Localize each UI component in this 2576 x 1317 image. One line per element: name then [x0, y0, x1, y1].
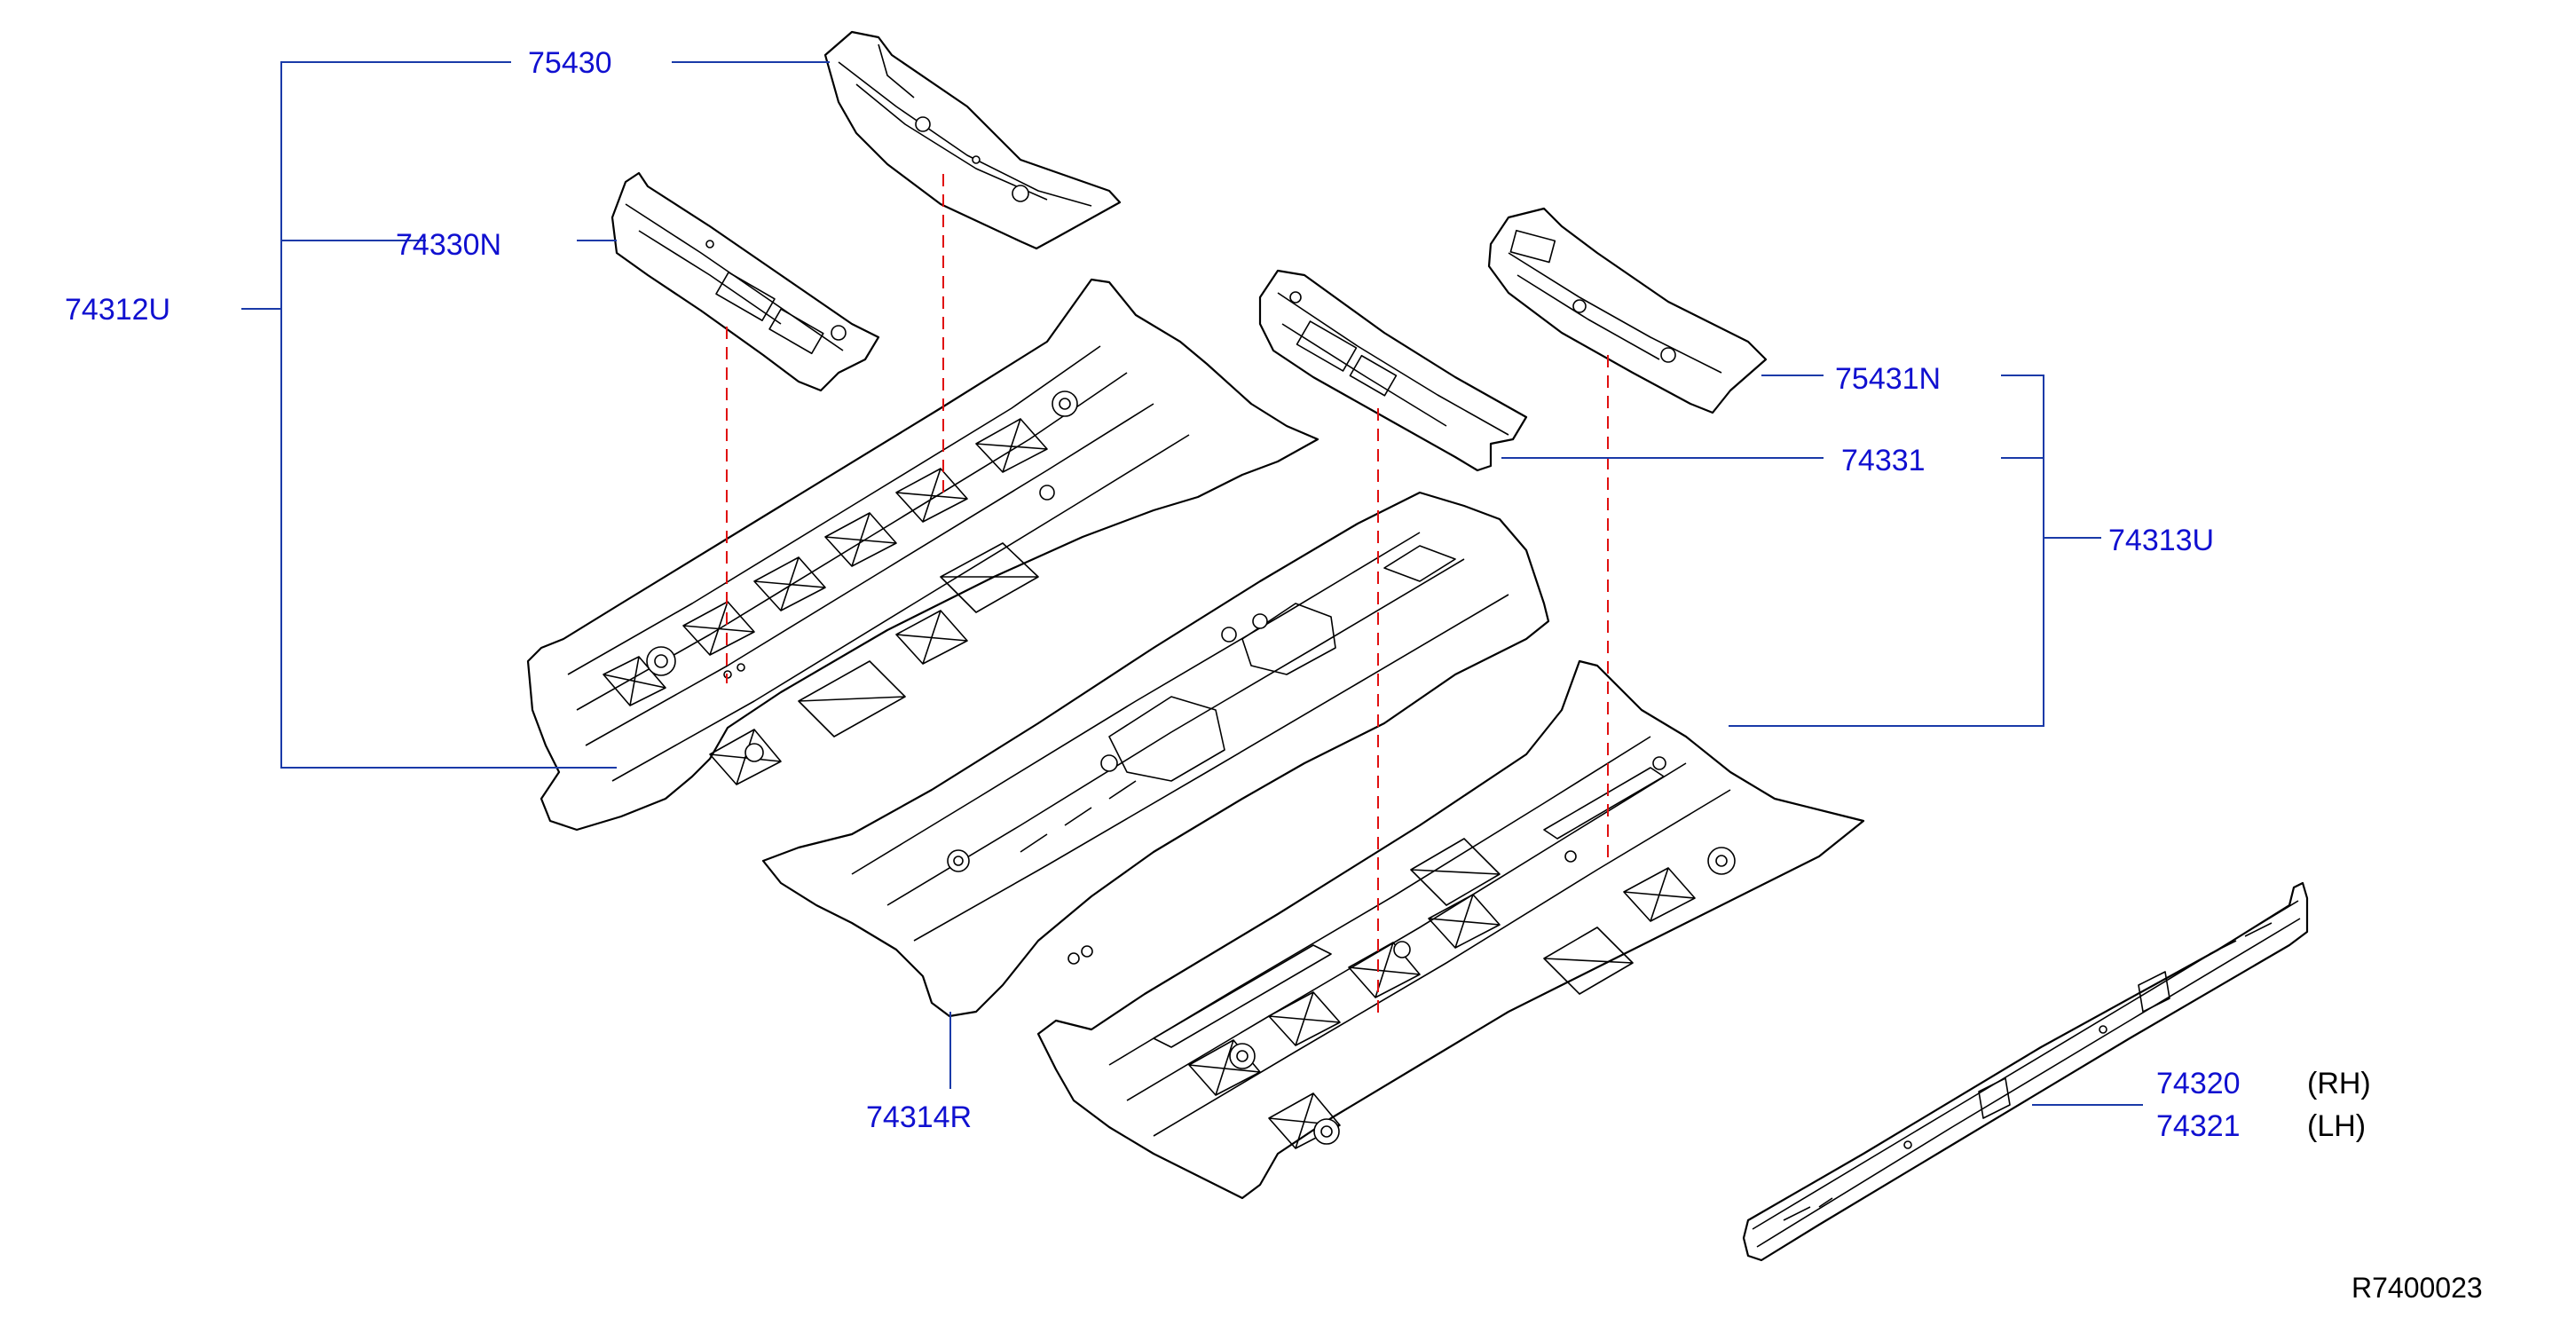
label-74321-side: (LH) [2307, 1109, 2366, 1143]
label-75431N: 75431N [1835, 362, 1941, 396]
part-74313U-floor-rear [1036, 659, 1865, 1200]
label-74330N: 74330N [396, 228, 501, 262]
leader-lines [241, 61, 2143, 1106]
part-74312U-floor-front [526, 278, 1320, 832]
label-74314R: 74314R [866, 1100, 972, 1134]
label-74313U: 74313U [2108, 524, 2214, 557]
label-74320: 74320 [2156, 1067, 2241, 1100]
label-74331: 74331 [1841, 444, 1926, 477]
label-74312U: 74312U [65, 293, 170, 327]
part-labels: 75430 74330N 74312U 75431N 74331 74313U … [65, 46, 2483, 1304]
part-75430-bracket [823, 30, 1122, 250]
part-75431N-bracket [1487, 207, 1768, 414]
label-74320-side: (RH) [2307, 1067, 2371, 1100]
label-75430: 75430 [528, 46, 612, 80]
alignment-dashes [726, 174, 1609, 1016]
part-74330N-bracket [611, 171, 880, 392]
part-74331-bracket [1258, 269, 1528, 472]
diagram-reference-code: R7400023 [2351, 1272, 2483, 1304]
part-74314R-center-tunnel [761, 491, 1550, 1018]
part-74320-74321-side-sill [1742, 881, 2309, 1262]
label-74321: 74321 [2156, 1109, 2241, 1143]
